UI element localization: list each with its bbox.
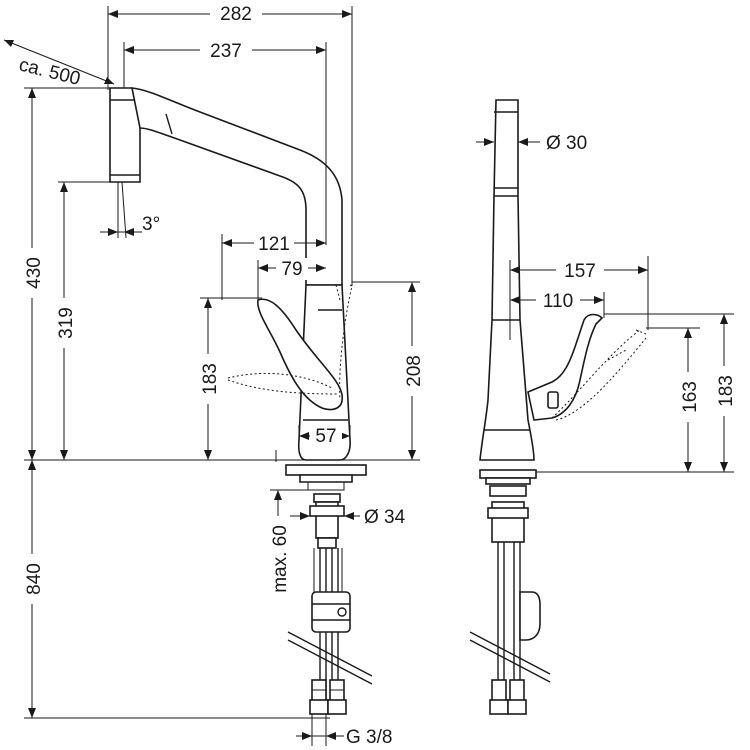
dim-spout-reach: 237	[210, 41, 242, 62]
dim-side-handle-reach: 110	[543, 291, 573, 312]
dim-max-counter-thickness: max. 60	[270, 525, 291, 593]
side-lever-handle	[527, 313, 604, 421]
front-dimensions: 282 237 ca. 500 430 319 3°	[3, 0, 425, 748]
dim-side-height-163: 163	[680, 381, 701, 413]
dim-handle-height: 183	[200, 363, 221, 395]
dim-spout-outlet-height: 319	[56, 307, 77, 339]
dim-shank-diameter: Ø 34	[364, 507, 406, 528]
front-view	[109, 87, 373, 715]
side-dimensions: Ø 30 157 110 163 183	[476, 133, 737, 473]
dim-body-height: 208	[404, 355, 425, 387]
dim-side-height-183: 183	[716, 375, 737, 407]
side-hose-weight	[519, 591, 541, 641]
hose-weight	[311, 591, 351, 633]
dim-overall-width: 282	[220, 4, 252, 25]
dim-spout-diameter: Ø 30	[546, 133, 587, 154]
mounting-shank	[313, 493, 341, 503]
dim-handle-reach: 121	[258, 234, 290, 255]
dim-base-width: 57	[315, 426, 336, 447]
side-faucet-body	[479, 99, 535, 461]
dim-side-reach: 157	[564, 261, 596, 282]
dim-spout-tilt: 3°	[142, 214, 160, 235]
pull-out-spray-head	[109, 87, 141, 183]
dim-handle-offset: 79	[281, 259, 302, 280]
dim-pull-out-length: ca. 500	[17, 54, 83, 89]
dim-connection-thread: G 3/8	[346, 727, 392, 748]
dim-total-height: 430	[24, 257, 45, 289]
spout-arm	[131, 87, 343, 286]
lever-handle	[257, 298, 344, 411]
dim-hose-length: 840	[24, 563, 45, 595]
base-plate	[285, 464, 367, 476]
side-view	[469, 99, 647, 715]
